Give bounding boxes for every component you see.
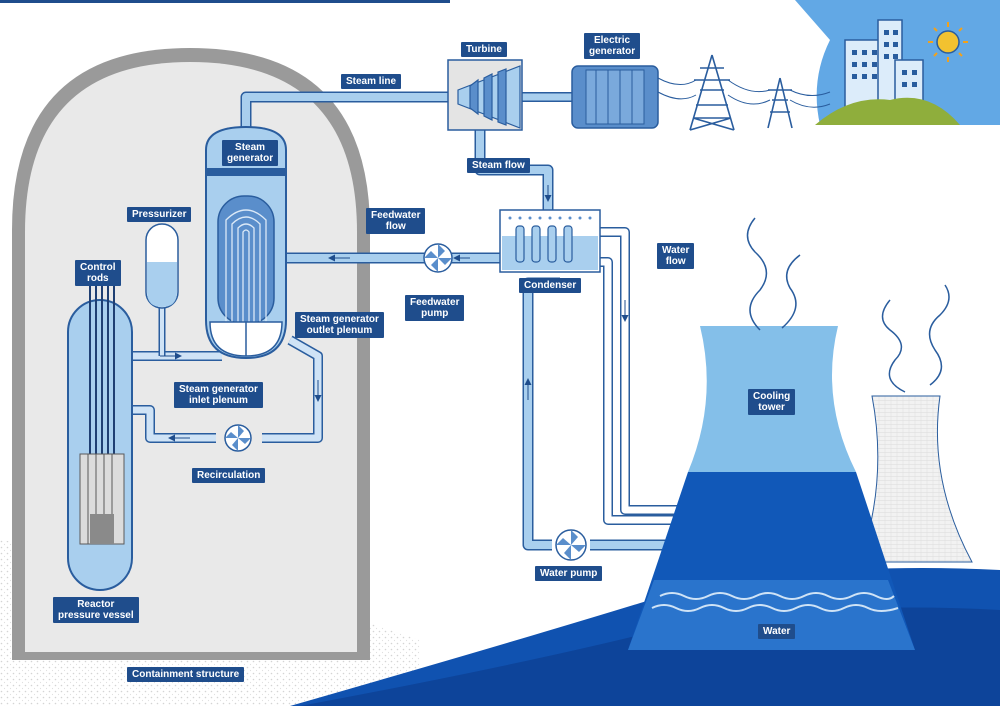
pressurizer-label: Pressurizer — [127, 207, 192, 222]
feedwater-pump-icon — [423, 243, 453, 273]
steam-generator-vessel — [205, 125, 287, 360]
recirculation-label: Recirculation — [192, 468, 266, 483]
condenser-label: Condenser — [519, 278, 582, 293]
turbine-icon — [447, 59, 523, 131]
pressurizer-vessel — [145, 223, 179, 309]
reactor-pressure-vessel — [67, 284, 133, 591]
steam-flow-label: Steam flow — [467, 158, 530, 173]
transmission-tower-icon — [689, 54, 793, 131]
city — [844, 19, 924, 111]
water-pump-icon — [555, 529, 587, 561]
containment-structure-label: Containment structure — [127, 667, 245, 682]
electric-generator-icon — [571, 65, 659, 129]
cooling-tower — [628, 217, 915, 650]
steam-line-label: Steam line — [341, 74, 402, 89]
top-rule — [0, 0, 450, 3]
sun-icon — [928, 22, 968, 62]
condenser-vessel — [499, 209, 601, 273]
hill — [815, 97, 960, 125]
cooling-tower-background — [859, 284, 973, 563]
recirculation-pump-icon — [224, 424, 252, 452]
turbine-label: Turbine — [461, 42, 507, 57]
water-label: Water — [758, 624, 796, 639]
water-pump-label: Water pump — [535, 566, 603, 581]
power-wires — [657, 77, 831, 108]
